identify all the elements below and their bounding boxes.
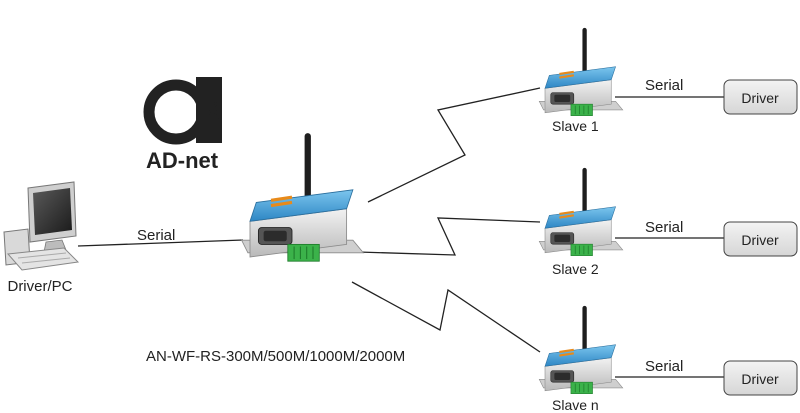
- slave-1-driver-label: Driver: [741, 90, 779, 106]
- slave-1-label: Slave 1: [552, 118, 599, 134]
- master-model-label: AN-WF-RS-300M/500M/1000M/2000M: [146, 348, 405, 365]
- logo-mark-letters: net: [205, 99, 222, 122]
- slave-2-serial-label: Serial: [645, 219, 683, 236]
- slave-n-driver-box: Driver: [723, 360, 798, 396]
- wireless-link-slave-n: [351, 281, 541, 353]
- slave-1-serial-label: Serial: [645, 77, 683, 94]
- pc-serial-line: [77, 239, 244, 247]
- logo-name: AD-net: [146, 148, 219, 173]
- slave-n-device: [538, 304, 624, 395]
- slave-1-driver-box: Driver: [723, 79, 798, 115]
- pc-label: Driver/PC: [7, 278, 72, 295]
- slave-n-label: Slave n: [552, 397, 599, 413]
- master-device: [240, 131, 365, 263]
- slave-2-label: Slave 2: [552, 261, 599, 277]
- wireless-link-slave-2: [357, 217, 541, 256]
- pc-serial-label: Serial: [137, 227, 175, 244]
- wireless-link-slave-1: [367, 87, 541, 203]
- slave-2-device: [538, 166, 624, 257]
- connections: [77, 87, 724, 378]
- slave-n-serial-label: Serial: [645, 358, 683, 375]
- ad-net-logo: net AD-net: [143, 77, 222, 173]
- slave-n-driver-label: Driver: [741, 371, 779, 387]
- slave-2-driver-label: Driver: [741, 232, 779, 248]
- slave-2-driver-box: Driver: [723, 221, 798, 257]
- pc-computer: Driver/PC: [3, 181, 80, 295]
- slave-1-device: [538, 26, 624, 117]
